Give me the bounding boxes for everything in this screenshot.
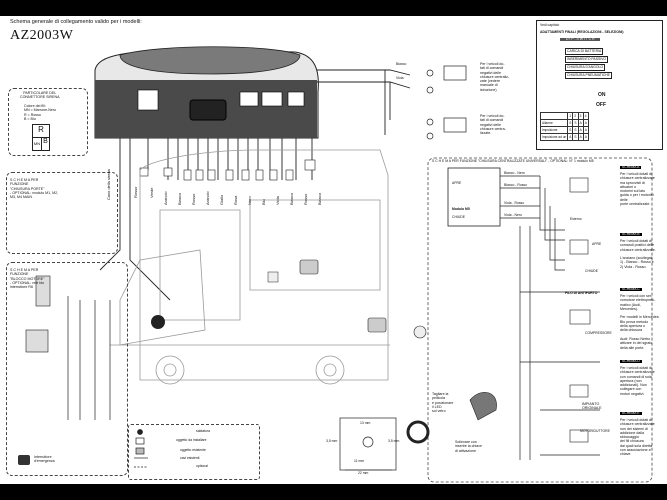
siren-connector-box xyxy=(8,88,88,156)
legend-item: saldatura xyxy=(196,429,210,433)
wire-label: Bianco xyxy=(289,192,294,205)
wire-label: Rosa xyxy=(233,195,238,205)
schema-tag: SCHEMA C xyxy=(620,287,642,292)
model-title: AZ2003W xyxy=(10,28,74,43)
dip-box-subtitle: ADATTAMENTI FINALI (REGOLAZIONI - SELEZI… xyxy=(540,30,624,34)
siren-connector-title: PARTICOLARE DEL CONNETTORE SIRENA xyxy=(20,91,60,100)
module-line: Viola - Nero xyxy=(504,213,522,217)
dim-left: 3,5 mm xyxy=(326,439,338,443)
port-1 xyxy=(239,91,259,107)
siren-connector-port xyxy=(137,89,159,111)
right-note-e: Per i veicoli dotati di chiusure central… xyxy=(620,418,655,457)
dip-row: CHIUSURA D'ANGOLO xyxy=(565,64,606,72)
impianto-label: IMPIANTO ORIGINALE xyxy=(582,402,602,411)
compressore-label: COMPRESSORE xyxy=(585,331,612,335)
emergency-switch-label: Interruttore d'emergenza xyxy=(34,455,55,464)
legend-item: oggetto da installare xyxy=(176,438,207,442)
header-caption: Schema generale di collegamento valido p… xyxy=(10,19,142,25)
dip-row: CARICA DI BATTERIA xyxy=(565,48,604,56)
wire-label: Nero xyxy=(247,196,252,205)
central-locking-header: S C H E M A PER FUNZIONE "CHIUSURA CENTR… xyxy=(432,159,594,163)
module-m5 xyxy=(447,167,501,227)
note-negative-1: Per i veicoli do- tati di comandi negati… xyxy=(480,62,510,92)
wire-right-label: Bianco xyxy=(396,62,407,66)
module-line: Bianco - Rosso xyxy=(504,183,527,187)
chiude-label: CHIUDE xyxy=(585,269,598,273)
motoriduttore-label: MOTORIDUTTORE xyxy=(580,429,610,433)
top-band xyxy=(0,0,667,16)
dip-off-label: OFF xyxy=(596,102,606,108)
wire-label: Rosso xyxy=(191,193,196,205)
central-locking-region xyxy=(427,157,653,483)
bottom-band xyxy=(0,484,667,500)
right-note-b: Per i veicoli dotati di comandi positivi… xyxy=(620,239,656,269)
module-label: Modulo M5 xyxy=(452,207,470,211)
note-negative-2: Per i veicoli do- tati di comandi negati… xyxy=(480,114,506,136)
dip-row: INSERIMENTO PASSIVO xyxy=(565,56,609,64)
legend-box xyxy=(128,424,260,480)
dip-row: CHIUSURA PNEUMATICHE xyxy=(565,72,612,80)
filo-antifurto-label: FILO DI ANTIFURTO xyxy=(565,291,598,295)
schema-tag: SCHEMA A xyxy=(620,165,642,170)
emergency-switch-icon[interactable] xyxy=(18,455,30,465)
dim-top: 13 mm xyxy=(360,421,371,425)
dim-bottom: 22 mm xyxy=(358,471,369,475)
legend-item: optional xyxy=(196,464,208,468)
esterno-label: Esterno xyxy=(570,217,582,221)
wire-label: Bianco xyxy=(317,192,322,205)
wire-right-label: Viola xyxy=(396,76,404,80)
siren-cable-label: Cavo della sirena xyxy=(106,169,111,200)
wire-label: Viola xyxy=(275,196,280,205)
locks-box-title: S C H E M A PER FUNZIONE "CHIUSURA PORTE… xyxy=(10,178,59,200)
schema-tag: SCHEMA E xyxy=(620,411,642,416)
connector-cell-b: B xyxy=(41,137,50,151)
engine-box xyxy=(6,262,128,476)
wire-label: Arancio xyxy=(205,191,210,205)
control-unit-top xyxy=(119,46,301,75)
hole-note: Tagliare la pellicola e posizionare il L… xyxy=(432,392,454,414)
module-line: Viola - Rosso xyxy=(504,201,525,205)
wire-label: Bianco xyxy=(177,192,182,205)
wire-label: Giallo xyxy=(219,194,224,205)
remote-1 xyxy=(299,259,319,275)
right-note-d: Per i veicoli dotati di chiusure central… xyxy=(620,366,655,396)
wire-label: Rosso xyxy=(303,193,308,205)
module-chiude: CHIUDE xyxy=(452,215,465,219)
module-line: Bianco - Nero xyxy=(504,171,525,175)
sensor xyxy=(469,391,497,421)
legend-item: cavi esistenti xyxy=(180,456,200,460)
port-3 xyxy=(287,91,305,107)
dip-box-sub2: D I P - S W I T C H xyxy=(560,37,601,42)
siren-icon xyxy=(151,315,165,329)
dim-mid: 11 mm xyxy=(354,459,365,463)
apre-label: APRE xyxy=(592,242,602,246)
legend-item: oggetto esistente xyxy=(180,448,206,452)
vehicle-outline xyxy=(110,149,390,385)
main-connector xyxy=(189,99,227,121)
wire-label: Blu xyxy=(261,199,266,205)
dim-right: 3,5 mm xyxy=(388,439,400,443)
locks-box xyxy=(6,172,118,254)
right-note-a: Per i veicoli dotati di chiusure central… xyxy=(620,172,655,207)
port-2 xyxy=(261,91,283,107)
sensor-note: Sollevare con inserire la chiave di atti… xyxy=(455,440,482,453)
wire-label: Arancio xyxy=(163,191,168,205)
dip-on-label: ON xyxy=(598,92,606,98)
remote-2 xyxy=(367,317,387,333)
dip-box-title: Vedi capitolo xyxy=(540,23,560,27)
schema-tag: SCHEMA B xyxy=(620,232,642,237)
led-ring xyxy=(406,420,430,444)
connector-cell-r: R xyxy=(32,124,50,138)
right-note-c: Per i veicoli con ser- vomotore elettrop… xyxy=(620,294,660,350)
schema-tag: SCHEMA D xyxy=(620,359,642,364)
wire-label: Rosso xyxy=(133,186,138,198)
module-apre: APRE xyxy=(452,181,462,185)
dip-switch-box xyxy=(536,20,663,150)
engine-box-title: S C H E M A PER FUNZIONE "BLOCCO MOTORE"… xyxy=(10,268,45,290)
siren-connector-legend: Colore dei fili: MN = Marrone-Nero R = R… xyxy=(24,104,57,121)
wire-label: Verde xyxy=(149,187,154,198)
